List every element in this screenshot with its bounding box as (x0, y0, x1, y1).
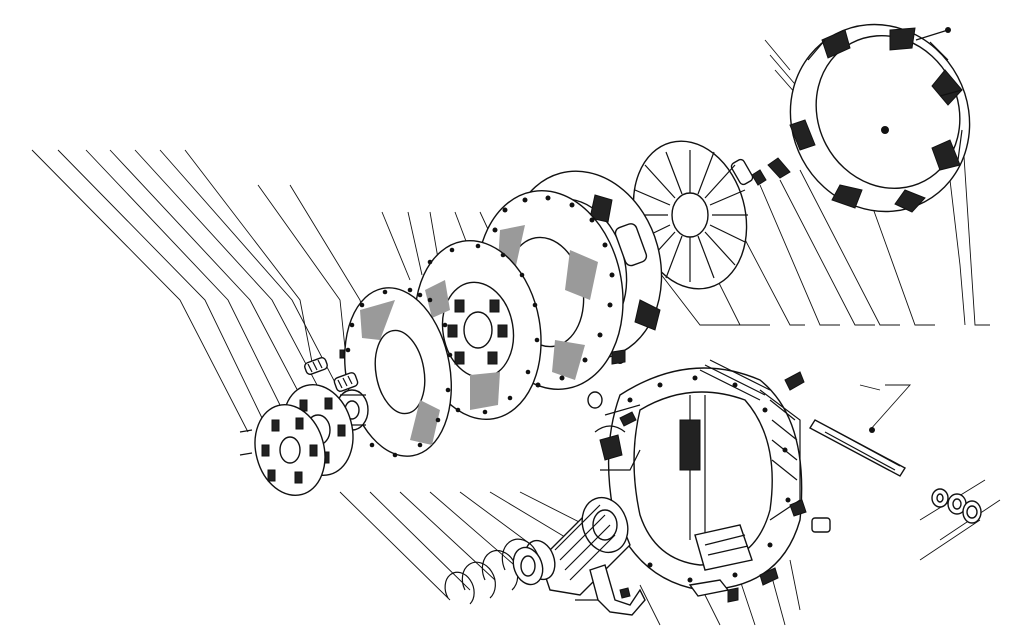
circlip-icon (444, 538, 544, 605)
bolt-icon (587, 349, 831, 603)
diaphragm-spring-icon (632, 140, 748, 290)
shaft-icon (809, 419, 906, 477)
bolt-icon (730, 157, 791, 186)
leader-lines-bottom (339, 384, 1001, 626)
bellhousing-icon (594, 359, 803, 591)
bolt-icon (239, 429, 253, 456)
release-fork-icon (575, 564, 730, 616)
spring-icon (304, 349, 359, 392)
bolt-icon (604, 404, 641, 427)
clutch-cover-icon (789, 23, 971, 213)
damper-plate-icon (254, 384, 354, 496)
washer-icon (931, 488, 982, 524)
friction-disc-icon (344, 287, 453, 458)
